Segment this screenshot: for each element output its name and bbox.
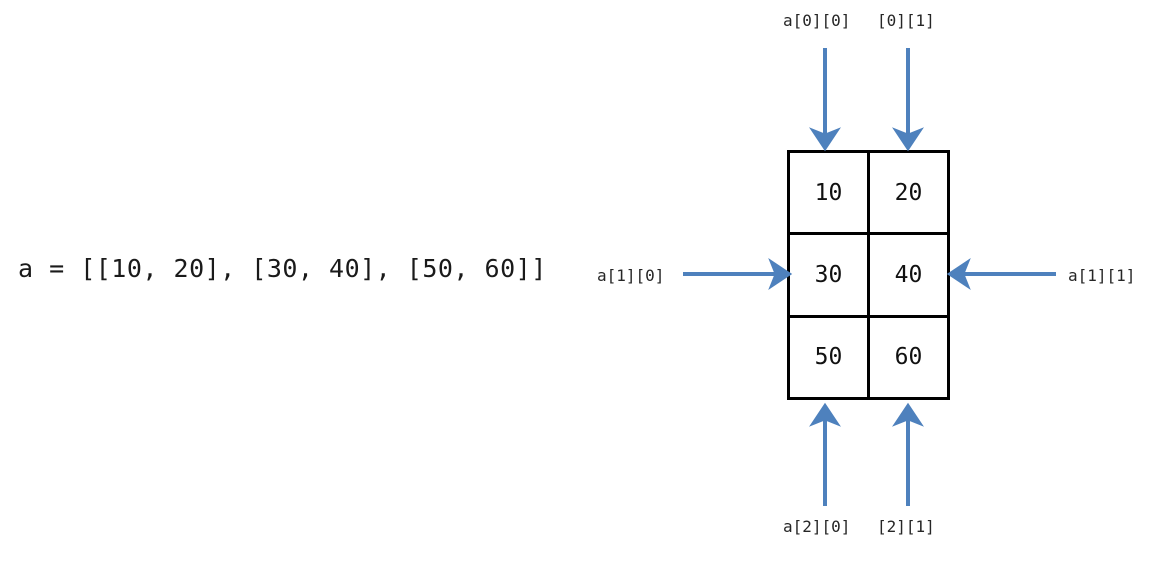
cell-2-1: 60 (870, 317, 947, 397)
index-label-2-0: a[2][0] (783, 517, 851, 536)
index-label-0-0: a[0][0] (783, 11, 851, 30)
cell-1-0: 30 (790, 235, 867, 315)
index-label-1-1: a[1][1] (1068, 266, 1136, 285)
cell-0-1: 20 (870, 153, 947, 233)
array-grid: 10 20 30 40 50 60 (787, 150, 950, 400)
cell-1-1: 40 (870, 235, 947, 315)
cell-2-0: 50 (790, 317, 867, 397)
index-label-0-1: [0][1] (877, 11, 935, 30)
cell-0-0: 10 (790, 153, 867, 233)
array-literal-expression: a = [[10, 20], [30, 40], [50, 60]] (18, 254, 547, 283)
index-label-2-1: [2][1] (877, 517, 935, 536)
index-label-1-0: a[1][0] (597, 266, 665, 285)
